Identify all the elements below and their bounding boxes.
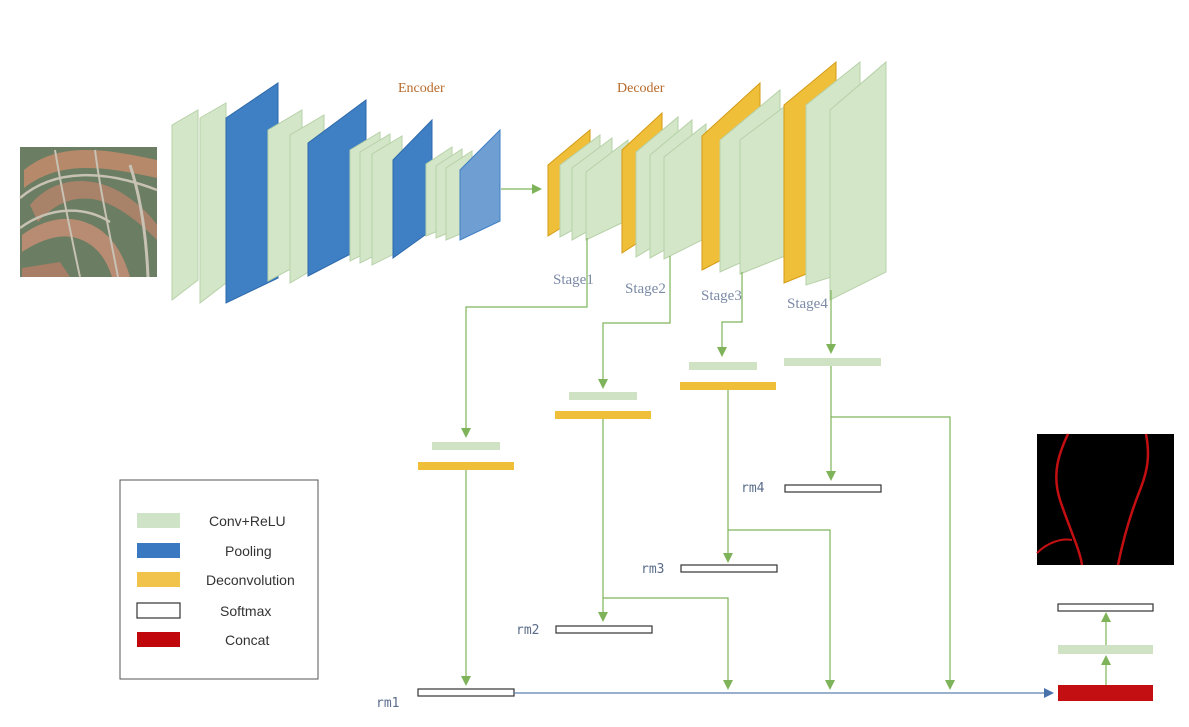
legend-label-softmax: Softmax	[220, 603, 271, 619]
legend-swatch-deconvolution	[137, 572, 180, 587]
rm3-softmax	[680, 564, 778, 573]
stage3-label: Stage3	[701, 288, 742, 304]
legend-swatch-softmax	[136, 602, 181, 619]
output-segmentation-image	[1036, 433, 1174, 566]
conv-block	[1058, 645, 1153, 654]
rm2-softmax	[555, 625, 653, 634]
softmax-block	[1057, 603, 1154, 612]
rm1-label: rm1	[376, 696, 399, 711]
rm4-softmax	[784, 484, 882, 493]
input-aerial-image	[19, 147, 158, 278]
legend: Conv+ReLU Pooling Deconvolution Softmax …	[119, 479, 319, 680]
branch-stage1	[418, 238, 588, 686]
legend-label-conv-relu: Conv+ReLU	[209, 513, 286, 529]
stage1-label: Stage1	[553, 272, 594, 288]
decoder-label: Decoder	[617, 81, 665, 96]
legend-label-pooling: Pooling	[225, 543, 272, 559]
legend-label-deconvolution: Deconvolution	[206, 572, 295, 588]
rm1-softmax	[417, 688, 515, 697]
legend-swatch-conv-relu	[137, 513, 180, 528]
stage2-label: Stage2	[625, 281, 666, 297]
rm3-label: rm3	[641, 562, 664, 577]
encoder-label: Encoder	[398, 81, 445, 96]
concat-block	[1058, 685, 1153, 701]
branch-stage4	[784, 290, 955, 690]
output-stack	[1057, 603, 1154, 701]
decoder-block	[547, 60, 887, 301]
branch-stage3	[680, 272, 835, 690]
rm4-label: rm4	[741, 481, 765, 496]
branch-stage2	[555, 256, 733, 690]
encoder-block	[171, 82, 501, 305]
rm2-label: rm2	[516, 623, 539, 638]
legend-swatch-concat	[137, 632, 180, 647]
legend-label-concat: Concat	[225, 632, 269, 648]
stage4-label: Stage4	[787, 296, 828, 312]
legend-swatch-pooling	[137, 543, 180, 558]
